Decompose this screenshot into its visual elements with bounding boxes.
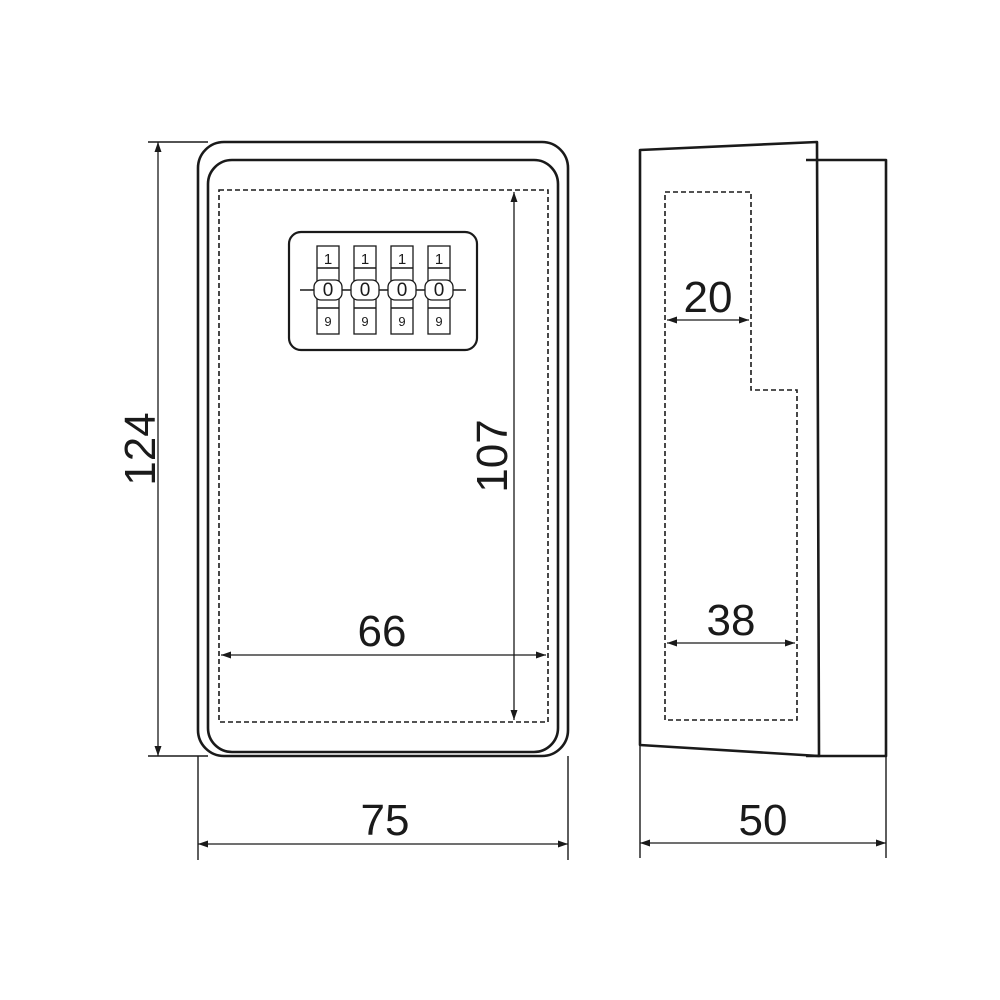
dim-depth-inner-upper: 20: [667, 273, 749, 324]
lock-wheel-window: [424, 279, 454, 301]
front-view: 1 0 9 1 0 9 1 0 9 1 0 9 124 107 66 75: [116, 140, 570, 860]
lock-wheel-digit-top: 1: [435, 251, 443, 268]
side-inner-cavity: [664, 191, 798, 721]
dim-height-outer-label: 124: [116, 412, 165, 485]
lock-wheel-digit-middle: 0: [434, 280, 445, 301]
lock-wheel-digit-bottom: 9: [361, 314, 368, 329]
lock-wheel-digit-bottom: 9: [398, 314, 405, 329]
lock-wheel[interactable]: 1 0 9: [424, 245, 454, 335]
front-inner-cavity: [218, 189, 549, 723]
lock-wheel-window: [350, 279, 380, 301]
dim-depth-outer-label: 50: [739, 796, 788, 845]
dim-width-inner: 66: [221, 607, 546, 659]
lock-wheel-digit-top: 1: [361, 251, 369, 268]
dim-height-inner: 107: [468, 192, 518, 720]
combination-lock: 1 0 9 1 0 9 1 0 9 1 0 9: [287, 230, 479, 352]
lock-wheels: 1 0 9 1 0 9 1 0 9 1 0 9: [300, 245, 466, 335]
side-door-profile: [638, 140, 821, 758]
lock-wheel[interactable]: 1 0 9: [313, 245, 343, 335]
lock-wheel-digit-middle: 0: [360, 280, 371, 301]
lock-wheel-window: [313, 279, 343, 301]
lock-wheel-digit-middle: 0: [323, 280, 334, 301]
side-back-body: [806, 158, 888, 758]
dim-height-inner-label: 107: [468, 419, 517, 492]
dim-width-outer: 75: [197, 756, 569, 860]
dim-width-outer-label: 75: [361, 796, 410, 845]
lock-wheel-digit-bottom: 9: [324, 314, 331, 329]
lock-wheel[interactable]: 1 0 9: [387, 245, 417, 335]
lock-wheel-digit-top: 1: [398, 251, 406, 268]
dim-width-inner-label: 66: [358, 607, 407, 656]
lock-wheel-digit-middle: 0: [397, 280, 408, 301]
lock-wheel-digit-bottom: 9: [435, 314, 442, 329]
dim-depth-inner-lower: 38: [667, 596, 795, 647]
dim-depth-inner-lower-label: 38: [707, 596, 756, 645]
dim-height-outer: 124: [116, 141, 208, 757]
lock-wheel-digit-top: 1: [324, 251, 332, 268]
front-door: [206, 158, 560, 754]
lock-wheel-window: [387, 279, 417, 301]
dim-depth-inner-upper-label: 20: [684, 273, 733, 322]
dim-depth-outer: 50: [639, 745, 887, 858]
lock-wheel[interactable]: 1 0 9: [350, 245, 380, 335]
side-view: 20 38 50: [638, 140, 888, 858]
front-outer-body: [196, 140, 570, 758]
